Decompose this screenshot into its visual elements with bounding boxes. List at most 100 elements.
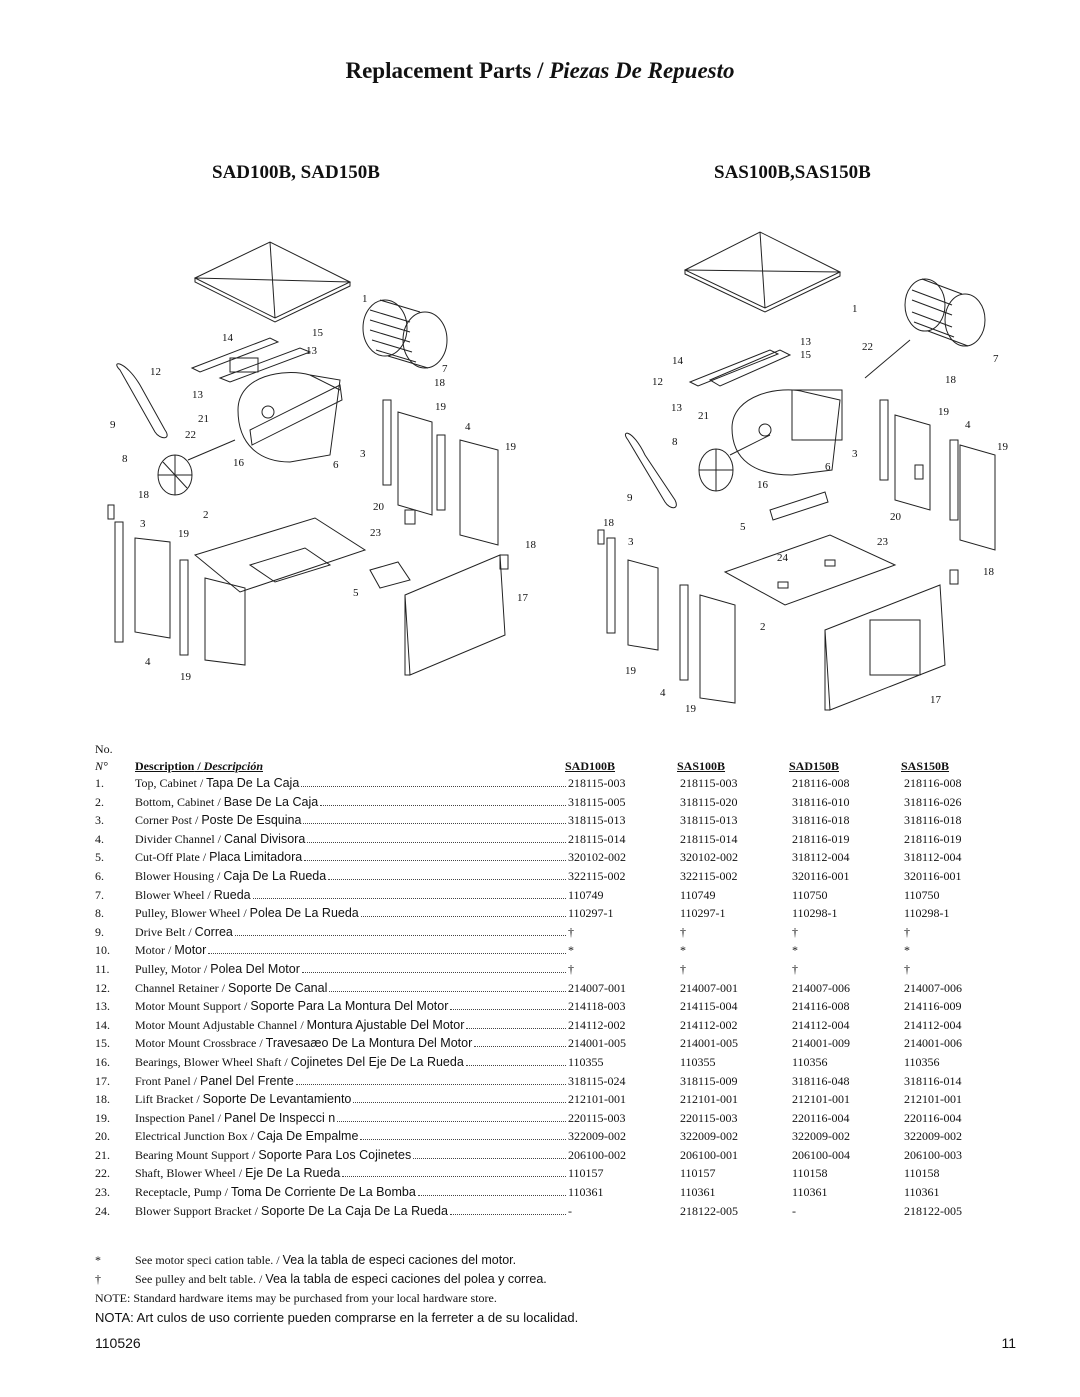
callout: 20 xyxy=(373,501,385,513)
callout: 18 xyxy=(983,566,995,578)
row-description: Pulley, Blower Wheel / Polea De La Rueda xyxy=(135,904,568,923)
row-leader-dots xyxy=(353,1090,566,1104)
table-row: 24. Blower Support Bracket / Soporte De L… xyxy=(95,1202,1025,1221)
note-es: Vea la tabla de especi caciones del pole… xyxy=(265,1272,547,1286)
row-desc-es: Panel De Inspecci n xyxy=(224,1110,336,1125)
callout: 24 xyxy=(777,552,789,564)
row-part-number: 206100-003 xyxy=(904,1147,962,1162)
row-desc-es: Base De La Caja xyxy=(223,794,319,809)
row-part-number: 214112-002 xyxy=(680,1017,738,1032)
row-part-number: 214116-009 xyxy=(904,999,962,1014)
row-number: 20. xyxy=(95,1129,110,1144)
callout: 4 xyxy=(145,656,151,668)
row-desc-en: Pulley, Motor xyxy=(135,961,201,976)
callout: 9 xyxy=(110,419,116,431)
row-description: Blower Support Bracket / Soporte De La C… xyxy=(135,1202,568,1221)
row-number: 16. xyxy=(95,1054,110,1069)
table-header: N° Description / Descripción SAD100B SAS… xyxy=(95,759,1025,774)
row-number: 1. xyxy=(95,776,104,790)
row-part-number: 214112-004 xyxy=(904,1017,962,1032)
row-desc-es: Soporte Para La Montura Del Motor xyxy=(250,999,449,1014)
row-part-number: 212101-001 xyxy=(904,1092,962,1107)
row-part-number: 218116-008 xyxy=(904,776,962,790)
row-description: Electrical Junction Box / Caja De Empalm… xyxy=(135,1127,568,1146)
row-part-number: 110158 xyxy=(904,1166,940,1181)
row-number: 17. xyxy=(95,1073,110,1088)
note-hardware-en: NOTE: Standard hardware items may be pur… xyxy=(95,1291,497,1305)
table-row: 18.Lift Bracket / Soporte De Levantamien… xyxy=(95,1090,1025,1109)
callout: 6 xyxy=(333,459,339,471)
callout: 19 xyxy=(997,441,1009,453)
row-number: 9. xyxy=(95,924,104,939)
row-part-number: 212101-001 xyxy=(792,1092,850,1107)
row-leader-dots xyxy=(301,960,566,973)
row-desc-en: Top, Cabinet xyxy=(135,776,197,790)
callout: 13 xyxy=(671,402,683,414)
right-blower-housing xyxy=(731,389,843,476)
row-number: 13. xyxy=(95,999,110,1014)
row-part-number: 110749 xyxy=(568,887,604,902)
header-description: Description / Descripción xyxy=(135,759,565,774)
callout: 19 xyxy=(178,528,190,540)
row-part-number: 318116-010 xyxy=(792,794,850,809)
row-description: Motor / Motor xyxy=(135,941,568,960)
callout: 19 xyxy=(505,441,517,453)
row-description: Divider Channel / Canal Divisora xyxy=(135,830,568,849)
callout: 6 xyxy=(825,461,831,473)
row-desc-en: Motor Mount Adjustable Channel xyxy=(135,1017,298,1032)
row-number: 24. xyxy=(95,1203,110,1218)
row-description: Cut-Off Plate / Placa Limitadora xyxy=(135,848,568,867)
row-desc-sep: / xyxy=(235,1166,246,1181)
row-description: Bearing Mount Support / Soporte Para Los… xyxy=(135,1146,568,1165)
callout: 23 xyxy=(370,527,382,539)
callout: 19 xyxy=(435,401,447,413)
right-drive-belt xyxy=(624,432,677,509)
table-row: 11.Pulley, Motor / Polea Del Motor†††† xyxy=(95,960,1025,979)
row-desc-sep: / xyxy=(214,794,224,809)
row-number: 14. xyxy=(95,1017,110,1032)
row-part-number: 318115-020 xyxy=(680,794,738,809)
header-col: SAD100B xyxy=(565,759,616,773)
row-desc-en: Bearings, Blower Wheel Shaft xyxy=(135,1054,282,1069)
left-top-cabinet xyxy=(193,241,352,323)
row-part-number: 318116-018 xyxy=(792,813,850,828)
row-desc-es: Placa Limitadora xyxy=(209,850,303,865)
row-desc-en: Electrical Junction Box xyxy=(135,1129,248,1144)
header-col: SAS100B xyxy=(677,759,726,773)
note-hardware-es: NOTA: Art culos de uso corriente pueden … xyxy=(95,1310,579,1325)
row-desc-sep: / xyxy=(247,1129,257,1144)
table-row: 14. Motor Mount Adjustable Channel / Mont… xyxy=(95,1016,1025,1035)
callout: 13 xyxy=(306,345,318,357)
table-row: 16. Bearings, Blower Wheel Shaft / Cojine… xyxy=(95,1053,1025,1072)
row-number: 12. xyxy=(95,980,110,995)
row-desc-sep: / xyxy=(165,943,175,958)
row-desc-es: Soporte Para Los Cojinetes xyxy=(258,1147,412,1162)
row-leader-dots xyxy=(465,1053,566,1066)
row-desc-sep: / xyxy=(297,1017,307,1032)
note-es: Vea la tabla de especi caciones del moto… xyxy=(282,1253,517,1267)
row-leader-dots xyxy=(413,1146,566,1159)
row-part-number: 110356 xyxy=(904,1054,940,1069)
row-desc-sep: / xyxy=(190,1073,201,1088)
row-desc-sep: / xyxy=(256,1036,266,1051)
row-desc-es: Montura Ajustable Del Motor xyxy=(306,1017,465,1032)
row-desc-sep: / xyxy=(218,980,228,995)
callout: 1 xyxy=(362,293,368,305)
row-leader-dots xyxy=(449,1202,566,1215)
left-motor-mount xyxy=(190,337,312,383)
callout: 19 xyxy=(685,703,697,715)
callout: 15 xyxy=(800,349,812,361)
row-part-number: 214007-001 xyxy=(680,980,738,995)
row-leader-dots xyxy=(337,1109,566,1122)
row-desc-es: Caja De Empalme xyxy=(256,1129,359,1144)
callout: 14 xyxy=(222,332,234,344)
row-description: Bearings, Blower Wheel Shaft / Cojinetes… xyxy=(135,1053,568,1072)
left-blower-wheel xyxy=(362,299,448,369)
header-n: N° xyxy=(95,759,108,773)
callout: 9 xyxy=(627,492,633,504)
left-front-cabinet xyxy=(404,554,506,676)
